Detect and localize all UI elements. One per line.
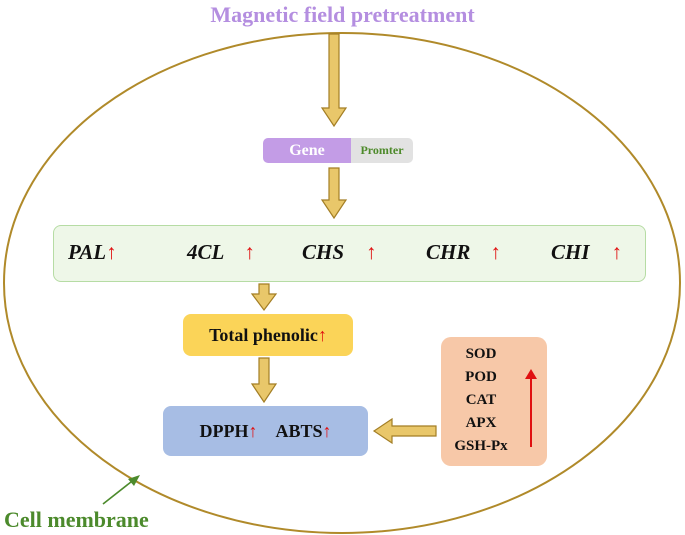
enzyme-chi: CHI ↑ <box>551 240 622 265</box>
long-up-arrow-icon <box>525 369 537 447</box>
antioxidant-box: DPPH↑ ABTS↑ <box>163 406 368 456</box>
membrane-pointer-head <box>128 475 140 486</box>
enzyme-pod: POD <box>465 369 497 385</box>
dpph-item: DPPH↑ <box>199 421 257 442</box>
enzyme-genes-box: PAL↑ 4CL↑ CHS↑ CHR↑ CHI↑ <box>53 225 646 282</box>
arrow-enzymes-to-antioxidant <box>372 417 437 445</box>
gene-promoter-bar: Gene Promter <box>263 138 413 163</box>
arrow-title-to-gene <box>320 33 348 128</box>
abts-item: ABTS↑ <box>275 421 331 442</box>
arrow-enzymes-to-phenolic <box>250 283 278 311</box>
up-arrow-icon: ↑ <box>317 324 327 345</box>
enzyme-pal-label: PAL <box>68 240 107 264</box>
total-phenolic-box: Total phenolic↑ <box>183 314 353 356</box>
dpph-label: DPPH <box>199 420 249 441</box>
up-arrow-icon: ↑ <box>248 420 258 441</box>
total-phenolic-label: Total phenolic <box>209 324 318 345</box>
up-arrow-icon: ↑ <box>244 240 255 264</box>
antioxidant-enzymes-list: SOD POD CAT APX GSH-Px <box>441 343 521 458</box>
enzyme-sod: SOD <box>465 346 497 362</box>
arrow-phenolic-to-antioxidant <box>250 357 278 404</box>
enzyme-chr: CHR ↑ <box>426 240 501 265</box>
membrane-pointer-line <box>102 477 137 505</box>
enzyme-pal: PAL↑ <box>68 240 117 265</box>
diagram-title: Magnetic field pretreatment <box>210 2 475 27</box>
abts-label: ABTS <box>275 420 323 441</box>
enzyme-gsh-px: GSH-Px <box>454 438 508 454</box>
promoter-label: Promter <box>351 138 413 163</box>
antioxidant-enzymes-box: SOD POD CAT APX GSH-Px <box>441 337 547 466</box>
enzyme-chr-label: CHR <box>426 240 471 264</box>
up-arrow-icon: ↑ <box>106 240 117 264</box>
up-arrow-icon: ↑ <box>490 240 501 264</box>
enzyme-chs-label: CHS <box>302 240 345 264</box>
arrow-gene-to-enzymes <box>320 167 348 220</box>
enzyme-apx: APX <box>465 415 497 431</box>
enzyme-cat: CAT <box>465 392 497 408</box>
cell-membrane-label: Cell membrane <box>4 507 149 532</box>
enzyme-chs: CHS ↑ <box>302 240 377 265</box>
enzyme-4cl: 4CL ↑ <box>187 240 255 265</box>
up-arrow-icon: ↑ <box>366 240 377 264</box>
up-arrow-icon: ↑ <box>322 420 332 441</box>
up-arrow-icon: ↑ <box>611 240 623 264</box>
enzyme-chi-label: CHI <box>551 240 590 264</box>
enzyme-4cl-label: 4CL <box>187 240 225 264</box>
cell-membrane-ellipse <box>3 32 681 534</box>
gene-label: Gene <box>263 138 351 163</box>
